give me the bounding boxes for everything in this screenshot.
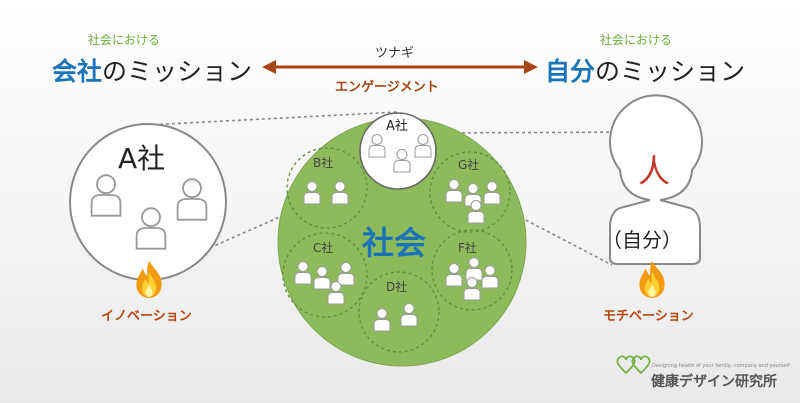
arrow-bottom-label: エンゲージメント (335, 80, 439, 95)
person-body-label: （自分） (602, 228, 682, 252)
company-a-label: A社 (118, 142, 166, 175)
sub-circle-label-c: C社 (313, 241, 334, 255)
double-arrow (262, 60, 538, 74)
right-subtitle: 社会における (600, 33, 673, 47)
sub-circle-label-b: B社 (313, 156, 334, 170)
society-label: 社会 (362, 224, 427, 262)
motivation-caption: モチベーション (603, 309, 694, 324)
self-mission-rest: のミッション (595, 57, 746, 86)
brand-tagline: Designing health of your family, company… (652, 363, 790, 369)
left-subtitle: 社会における (88, 33, 161, 47)
self-mission-title: 自分のミッション (545, 52, 745, 88)
zoom-circle (359, 112, 437, 190)
sub-circle-label-d: D社 (386, 280, 408, 294)
innovation-caption: イノベーション (101, 309, 192, 324)
sub-circle-label-g: G社 (458, 158, 480, 172)
arrow-top-label: ツナギ (375, 46, 415, 61)
self-highlight: 自分 (545, 57, 596, 86)
society-circle (277, 117, 527, 367)
brand-logo-icon (616, 355, 651, 375)
brand-name: 健康デザイン研究所 (651, 374, 777, 390)
company-mission-title: 会社のミッション (52, 52, 252, 88)
sub-circle-label-f: F社 (458, 241, 477, 255)
flame-icon-right (639, 261, 665, 298)
company-highlight: 会社 (52, 57, 103, 86)
company-mission-rest: のミッション (102, 57, 253, 86)
person-head-label: 人 (638, 152, 671, 190)
person-figure (609, 94, 703, 265)
zoom-circle-label: A社 (386, 119, 408, 134)
